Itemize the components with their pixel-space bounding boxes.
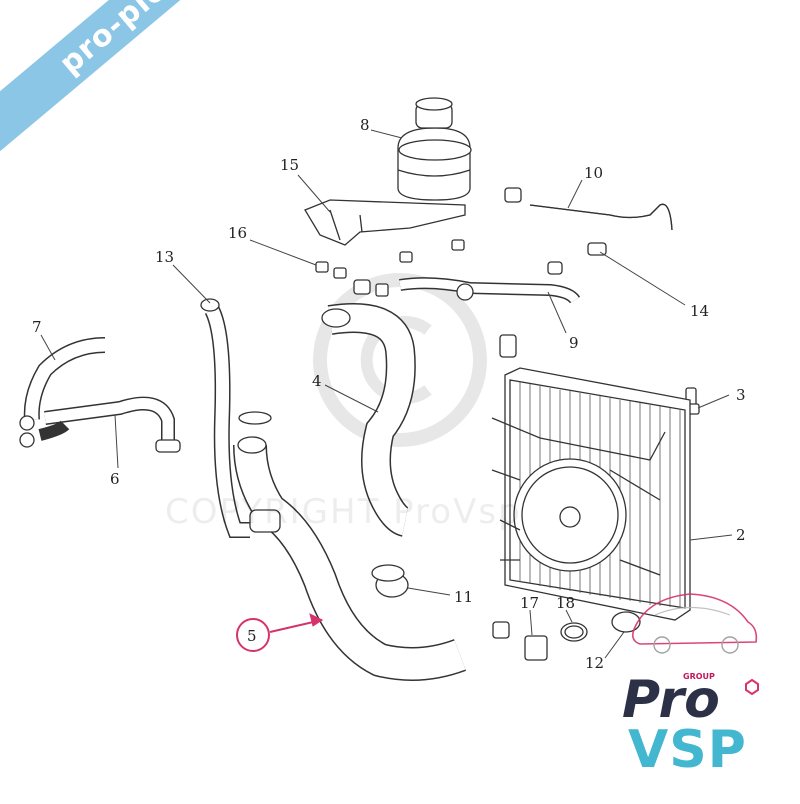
hose-5-part (233, 411, 466, 681)
callout-15: 15 (280, 156, 299, 174)
oring-18-part (560, 622, 588, 642)
logo-pro-text: Pro (622, 670, 720, 730)
hose-10-part (504, 187, 673, 231)
callout-13: 13 (155, 248, 174, 266)
hose-6-part (38, 396, 181, 453)
callout-5: 5 (247, 627, 257, 645)
highlight-callout-5 (236, 613, 323, 652)
hose-4-part (321, 303, 416, 537)
hose-7-part (19, 337, 106, 448)
copyright-watermark: COPYRIGHT ProVsp (165, 492, 522, 532)
callout-3: 3 (736, 386, 746, 404)
logo-hexagon-icon (745, 678, 759, 696)
callout-4: 4 (312, 372, 322, 390)
callout-10: 10 (584, 164, 603, 182)
callout-8: 8 (360, 116, 370, 134)
logo-group-text: GROUP (683, 672, 715, 681)
callout-2: 2 (736, 526, 746, 544)
callout-9: 9 (569, 334, 579, 352)
callout-11: 11 (454, 588, 473, 606)
logo-vsp-text: VSP (628, 720, 747, 780)
hose-9-part (399, 261, 581, 304)
car-outline-icon (632, 593, 758, 654)
clamp-12-part (611, 611, 641, 633)
callout-6: 6 (110, 470, 120, 488)
hose-13-part (200, 298, 250, 538)
tank-bracket-part (304, 199, 466, 246)
radiator-2-part (491, 367, 691, 621)
screw-top-part (499, 334, 517, 358)
screws-16-part (315, 239, 465, 297)
expansion-tank-part (397, 97, 472, 201)
clip-14-part (587, 242, 607, 256)
seal-11-part (371, 564, 409, 598)
leader-lines (40, 129, 733, 659)
callout-17: 17 (520, 594, 539, 612)
callout-16: 16 (228, 224, 247, 242)
callout-7: 7 (32, 318, 42, 336)
callout-14: 14 (690, 302, 709, 320)
callout-18: 18 (556, 594, 575, 612)
sensor-17-part (492, 621, 548, 661)
callout-12: 12 (585, 654, 604, 672)
